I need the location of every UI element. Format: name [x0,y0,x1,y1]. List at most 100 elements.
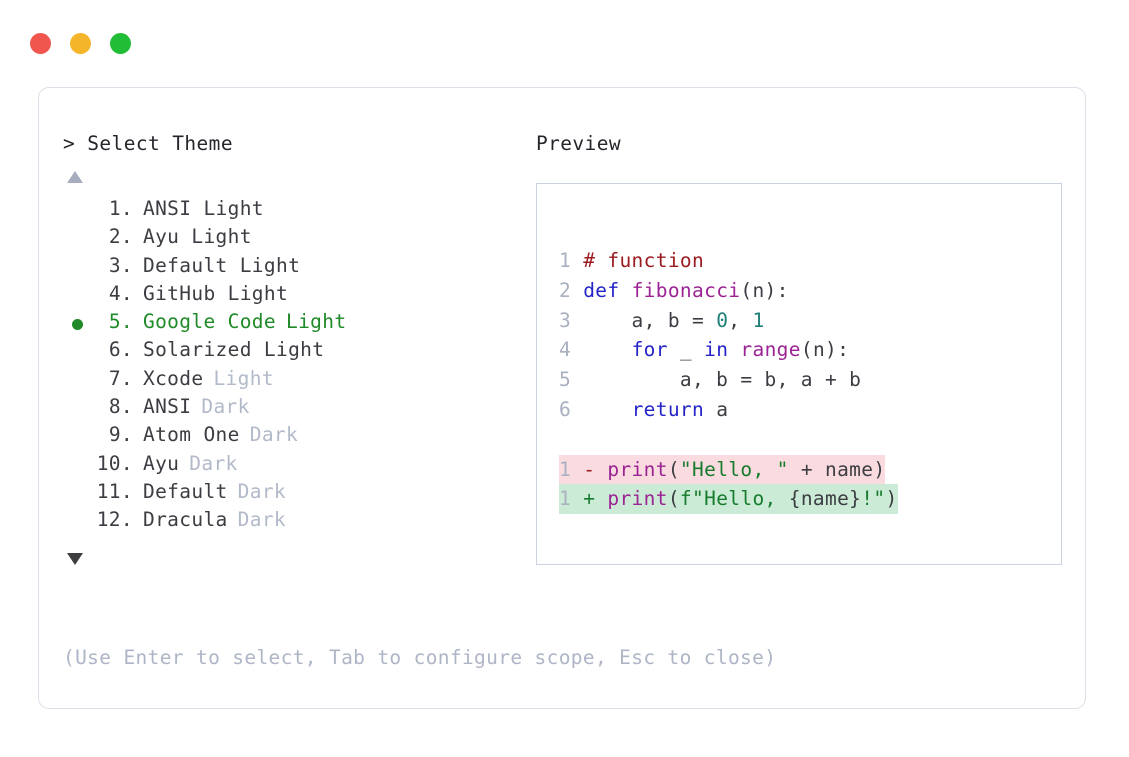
line-number: 6 [559,397,584,421]
code-token [728,338,740,361]
theme-item-mode: Dark [237,508,287,532]
theme-list-item[interactable]: 1. ANSI Light [63,197,533,225]
theme-item-name: Default [143,479,228,503]
theme-item-mode: Dark [249,423,299,447]
theme-item-index: 11. [96,479,133,503]
window-traffic-lights [30,33,131,54]
theme-item-mode: Light [286,310,347,334]
code-token: # function [583,249,705,272]
code-line: 1 # function [559,246,898,276]
code-blank-line [559,425,898,455]
theme-list-item[interactable]: 2. Ayu Light [63,225,533,253]
theme-item-index: 5. [108,310,133,334]
code-token: 1 [752,308,765,332]
theme-item-index: 8. [108,395,133,419]
line-number: 3 [559,308,584,332]
code-line: 3 a, b = 0, 1 [559,306,898,336]
theme-item-index: 1. [108,197,133,220]
code-token: _ [667,338,705,362]
selected-bullet-icon [71,318,83,330]
code-token: fibonacci [631,278,741,302]
theme-list-item[interactable]: 3. Default Light [63,254,533,282]
line-number: 1 [559,457,584,481]
code-token: return [631,397,705,421]
theme-item-index: 2. [108,225,133,249]
code-token: for [631,338,668,362]
scroll-up-arrow-icon[interactable] [67,171,83,183]
theme-list-item[interactable]: 9. Atom One Dark [63,423,533,451]
code-token [583,338,631,361]
line-number: 1 [559,249,584,272]
code-token [583,398,631,421]
line-number: 4 [559,338,584,362]
theme-item-name: Ayu Light [143,225,252,249]
code-token: ( [667,457,680,481]
close-button[interactable] [30,33,51,54]
code-token: (n): [800,338,850,362]
diff-removed-line: 1 - print("Hello, " + name) [559,454,886,485]
theme-picker-card: > Select Theme 1. ANSI Light 2. Ayu Light 3.… [38,87,1086,709]
theme-item-name: Google Code [143,310,276,334]
maximize-button[interactable] [110,33,131,54]
theme-item-index: 4. [108,281,133,305]
theme-selector-pane: > Select Theme 1. ANSI Light 2. Ayu Light 3.… [63,132,533,565]
code-line: 4 for _ in range(n): [559,335,898,365]
code-token: !" [861,487,886,511]
theme-list-item[interactable]: 4. GitHub Light [63,282,533,310]
theme-item-index: 7. [108,366,133,390]
code-token: a, b = [583,308,717,332]
theme-item-name: Default Light [143,253,301,277]
theme-item-index: 9. [108,423,133,447]
code-token: in [704,338,729,362]
select-theme-prompt: > Select Theme [63,132,233,155]
line-number: 1 [559,487,584,511]
diff-sign: + [583,487,608,511]
selection-bullet-cell [63,318,91,330]
theme-list-item[interactable]: 8. ANSI Dark [63,395,533,423]
preview-title: Preview [536,132,621,155]
theme-item-name: ANSI Light [143,197,264,220]
code-line: 6 return a [559,395,898,425]
theme-item-index: 6. [108,338,133,362]
theme-item-index: 10. [96,451,133,475]
theme-item-mode: Dark [201,395,250,419]
diff-added-line: 1 + print(f"Hello, {name}!") [559,484,898,515]
theme-list-item[interactable]: 6. Solarized Light [63,338,533,366]
minimize-button[interactable] [70,33,91,54]
code-token: def [583,278,632,302]
theme-list-item[interactable]: 5. Google Code Light [63,310,533,338]
theme-item-mode: Dark [189,451,238,475]
diff-line: 1 - print("Hello, " + name) [559,454,898,485]
theme-list-item[interactable]: 11. Default Dark [63,480,533,508]
line-number: 2 [559,278,584,302]
keyboard-hint: (Use Enter to select, Tab to configure s… [63,646,777,669]
theme-list-item[interactable]: 7. Xcode Light [63,367,533,395]
scroll-down-arrow-icon[interactable] [67,552,83,565]
code-token: 0 [716,308,729,332]
theme-item-name: Atom One [143,423,240,447]
code-token: ) [885,487,898,511]
code-token: f"Hello, [679,487,789,511]
diff-sign: - [583,457,608,481]
theme-item-name: ANSI [143,395,192,419]
theme-item-name: Solarized Light [143,338,325,362]
theme-item-index: 3. [108,253,133,277]
theme-item-mode: Light [213,366,274,390]
theme-item-name: Dracula [143,508,228,532]
code-token: print [607,457,668,481]
code-token: a, b = b, a + b [583,368,862,392]
code-token: print [607,487,668,511]
code-token: "Hello, " [679,457,789,481]
code-token: , [728,308,753,332]
theme-item-name: GitHub Light [143,281,289,305]
code-line: 2 def fibonacci(n): [559,276,898,306]
diff-line: 1 + print(f"Hello, {name}!") [559,484,898,515]
theme-item-name: Xcode [143,366,204,390]
theme-item-mode: Dark [237,479,287,503]
